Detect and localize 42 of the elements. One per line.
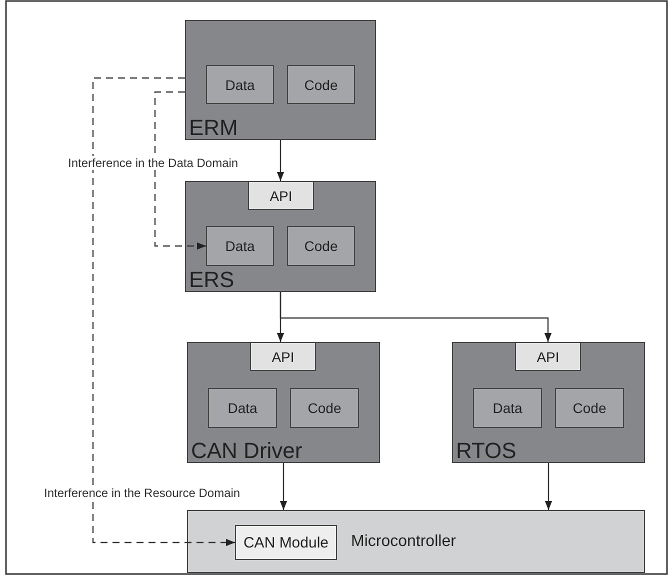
module-box (235, 525, 337, 560)
node-label: Code (304, 238, 338, 254)
memory-box (290, 388, 359, 428)
node-label: Code (304, 76, 338, 92)
edge-label: Interference in the Resource Domain (43, 486, 242, 500)
module-box (185, 181, 376, 292)
node-label: CAN Module (243, 534, 329, 551)
node-label: RTOS (456, 438, 516, 464)
node-label: Code (572, 400, 606, 416)
node-label: Data (228, 400, 258, 416)
module-box (185, 20, 376, 140)
memory-box (287, 65, 355, 104)
edge-label: Interference in the Data Domain (67, 156, 240, 170)
node-label: Microcontroller (351, 532, 456, 550)
node-label: Data (225, 76, 255, 92)
api-box (248, 181, 314, 210)
module-box (187, 342, 380, 463)
memory-box (206, 65, 274, 104)
node-label: CAN Driver (191, 438, 302, 464)
node-label: API (272, 348, 294, 364)
node-label: ERS (189, 267, 234, 293)
memory-box (208, 388, 277, 428)
arrow (154, 91, 206, 250)
microcontroller-box (187, 510, 645, 573)
node-label: Data (492, 400, 522, 416)
node-label: ERM (189, 115, 238, 141)
node-label: API (536, 348, 560, 364)
arrow (92, 77, 235, 546)
memory-box (206, 226, 274, 266)
arrow (280, 292, 552, 342)
memory-box (287, 226, 355, 266)
arrow (280, 463, 288, 510)
api-box (250, 342, 316, 371)
api-box (515, 342, 581, 371)
node-label: Code (308, 400, 342, 416)
node-label: Data (225, 238, 255, 254)
arrow (544, 463, 552, 510)
arrow (276, 140, 284, 181)
memory-box (473, 388, 542, 428)
node-label: API (270, 188, 292, 204)
memory-box (555, 388, 624, 428)
module-box (452, 342, 645, 463)
